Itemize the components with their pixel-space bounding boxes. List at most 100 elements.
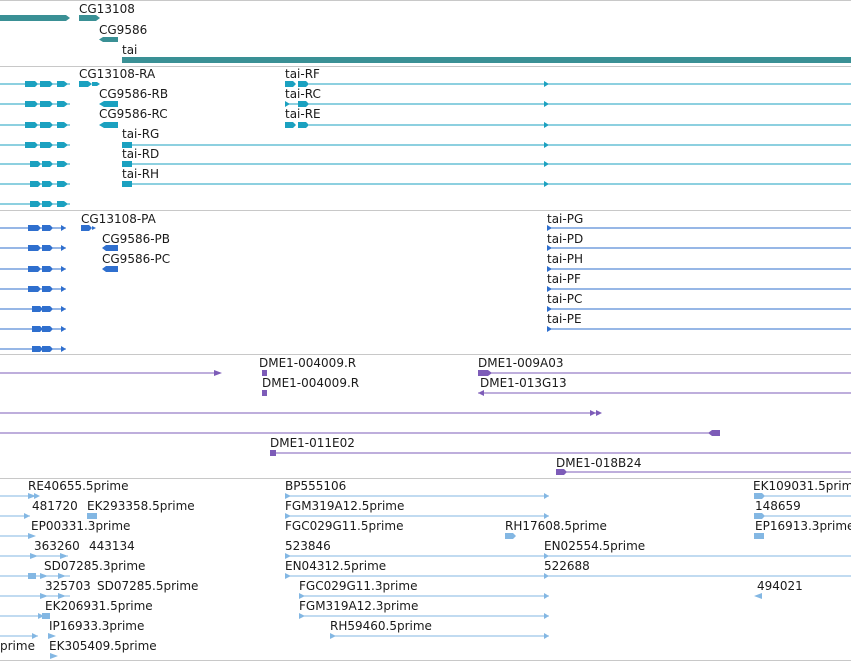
est-track-glyphs (0, 493, 851, 659)
est-rows-middle (285, 493, 851, 639)
transcript-tai-rc-glyph (285, 101, 851, 107)
transcript-label[interactable]: CG13108-RA (79, 67, 156, 81)
protein-cg9586-pc-glyph (102, 266, 118, 272)
gene-label-tai[interactable]: tai (122, 43, 138, 57)
protein-label[interactable]: tai-PE (547, 312, 582, 326)
est-track: RE40655.5prime 481720 EK293358.5prime EP… (0, 479, 851, 660)
est-label[interactable]: 363260 (34, 539, 80, 553)
transcript-label[interactable]: tai-RH (122, 167, 160, 181)
transcript-tai-rg-glyph (122, 142, 851, 148)
protein-cg13108-pa-glyph (81, 225, 92, 231)
cdna-label[interactable]: DME1-011E02 (270, 436, 355, 450)
est-label[interactable]: FGM319A12.5prime (285, 499, 405, 513)
est-label[interactable]: BP555106 (285, 479, 347, 493)
gene-track: CG13108 CG9586 tai (0, 0, 851, 66)
transcript-track-glyphs (0, 81, 851, 207)
transcript-label[interactable]: tai-RE (285, 107, 321, 121)
protein-label[interactable]: CG9586-PB (102, 232, 171, 246)
gene-track-glyphs (0, 15, 851, 63)
protein-label[interactable]: tai-PG (547, 212, 584, 226)
est-label[interactable]: prime (0, 639, 35, 653)
est-label[interactable]: 522688 (544, 559, 590, 573)
transcript-track: CG13108-RA CG9586-RB CG9586-RC tai-RG ta… (0, 67, 851, 210)
transcript-label[interactable]: CG9586-RC (99, 107, 168, 121)
gene-feature-cg13108 (79, 15, 100, 21)
est-label[interactable]: IP16933.3prime (49, 619, 145, 633)
est-label[interactable]: EN02554.5prime (544, 539, 646, 553)
gene-label-cg9586[interactable]: CG9586 (99, 23, 148, 37)
cdna-label[interactable]: DME1-009A03 (478, 356, 564, 370)
est-label[interactable]: FGC029G11.3prime (299, 579, 418, 593)
protein-label[interactable]: tai-PC (547, 292, 583, 306)
est-label[interactable]: RH17608.5prime (505, 519, 607, 533)
transcript-tai-rf-glyph (285, 81, 851, 87)
gene-feature-tai (122, 57, 851, 63)
protein-label[interactable]: tai-PH (547, 252, 583, 266)
track-separator-genes (0, 0, 851, 1)
est-label[interactable]: 148659 (755, 499, 801, 513)
track-separator-bottom (0, 660, 851, 661)
est-label[interactable]: 523846 (285, 539, 331, 553)
transcript-tai-rh-glyph (122, 181, 851, 187)
cdna-track-glyphs (0, 370, 851, 475)
est-label[interactable]: EP16913.3prime (755, 519, 851, 533)
protein-label[interactable]: CG9586-PC (102, 252, 171, 266)
transcript-label[interactable]: tai-RG (122, 127, 160, 141)
est-label[interactable]: 481720 (32, 499, 78, 513)
cdna-track: DME1-004009.R DME1-004009.R DME1-009A03 … (0, 355, 851, 478)
est-label[interactable]: EK206931.5prime (45, 599, 153, 613)
protein-label[interactable]: tai-PD (547, 232, 584, 246)
transcript-tai-re-glyph (285, 122, 851, 128)
cdna-row-3 (0, 410, 602, 416)
cdna-dme1-013g13 (478, 390, 851, 396)
cdna-dme1-018b24 (556, 469, 851, 475)
est-label[interactable]: EN04312.5prime (285, 559, 387, 573)
protein-track-glyphs (0, 225, 851, 352)
est-label[interactable]: EK305409.5prime (49, 639, 157, 653)
track-separator-ests (0, 478, 851, 479)
protein-label[interactable]: CG13108-PA (81, 212, 156, 226)
est-label[interactable]: FGC029G11.5prime (285, 519, 404, 533)
gene-label-cg13108[interactable]: CG13108 (79, 2, 135, 16)
track-separator-proteins (0, 210, 851, 211)
cdna-label[interactable]: DME1-013G13 (480, 376, 567, 390)
cdna-dme1-004009r-b (262, 390, 267, 396)
cdna-label[interactable]: DME1-004009.R (259, 356, 357, 370)
transcript-label[interactable]: tai-RF (285, 67, 320, 81)
transcript-label[interactable]: tai-RD (122, 147, 160, 161)
est-label[interactable]: SD07285.3prime (44, 559, 146, 573)
est-label[interactable]: RH59460.5prime (330, 619, 432, 633)
est-label[interactable]: 443134 (89, 539, 135, 553)
cdna-dme1-009a03 (478, 370, 851, 376)
cdna-row-1 (0, 370, 222, 376)
est-label[interactable]: 325703 (45, 579, 91, 593)
transcript-cg13108-ra-glyph (79, 81, 92, 87)
cdna-label[interactable]: DME1-018B24 (556, 456, 642, 470)
est-label[interactable]: EK293358.5prime (87, 499, 195, 513)
est-rows-right (754, 493, 851, 599)
protein-cg9586-pb-glyph (102, 245, 118, 251)
cdna-dme1-004009r-a (262, 370, 267, 376)
est-label[interactable]: FGM319A12.3prime (299, 599, 419, 613)
est-label[interactable]: 494021 (757, 579, 803, 593)
transcript-exons-left (25, 81, 68, 207)
cdna-label[interactable]: DME1-004009.R (262, 376, 360, 390)
track-separator-transcripts (0, 66, 851, 67)
protein-label[interactable]: tai-PF (547, 272, 581, 286)
est-rows-left (0, 493, 97, 659)
protein-exons-left (28, 225, 66, 352)
transcript-tai-rd-glyph (122, 161, 851, 167)
est-label[interactable]: EP00331.3prime (31, 519, 131, 533)
est-label[interactable]: EK109031.5prime (753, 479, 851, 493)
protein-tai-glyphs (547, 225, 851, 332)
est-label[interactable]: SD07285.5prime (97, 579, 199, 593)
transcript-cg9586-rb-glyph (99, 101, 118, 107)
transcript-label[interactable]: CG9586-RB (99, 87, 169, 101)
gene-feature-left (0, 15, 70, 21)
transcript-cg9586-rc-glyph (99, 122, 118, 128)
track-separator-cdna (0, 354, 851, 355)
est-label[interactable]: RE40655.5prime (28, 479, 129, 493)
protein-track: CG13108-PA CG9586-PB CG9586-PC tai-PG ta… (0, 211, 851, 354)
cdna-dme1-011e02 (270, 450, 851, 456)
transcript-label[interactable]: tai-RC (285, 87, 321, 101)
